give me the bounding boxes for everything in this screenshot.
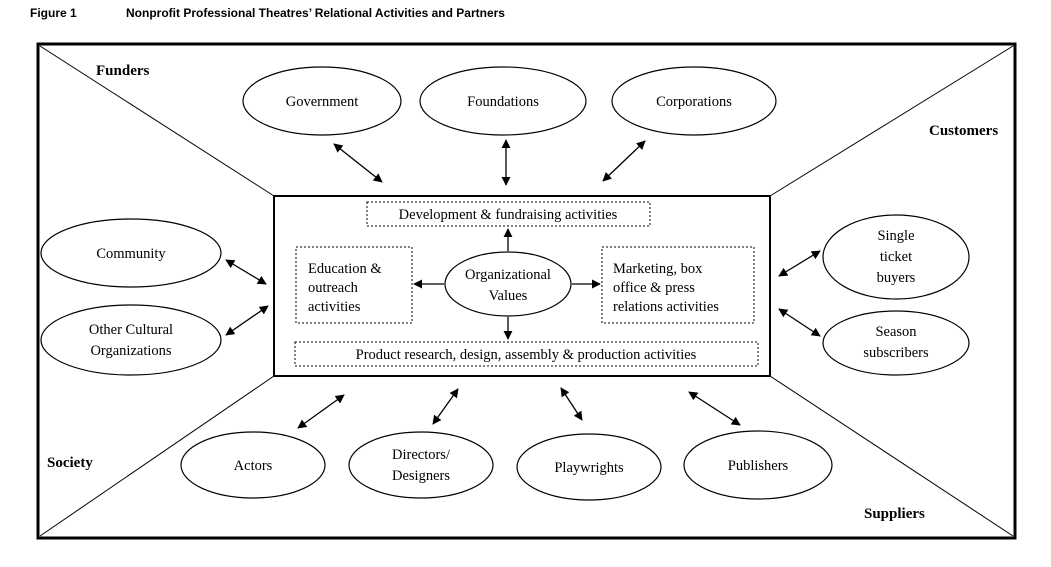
outer-frame — [36, 42, 1017, 540]
diagonal-top-left — [39, 45, 275, 197]
svg-text:Marketing, box: Marketing, box — [613, 261, 703, 277]
node-directors-designers: Directors/ Designers — [348, 431, 494, 499]
svg-text:Organizations: Organizations — [90, 343, 171, 359]
svg-text:Playwrights: Playwrights — [554, 460, 624, 476]
svg-text:Actors: Actors — [234, 458, 273, 474]
node-actors: Actors — [180, 431, 326, 499]
diagonal-top-right — [769, 45, 1014, 197]
box-education-outreach: Education & outreach activities — [295, 246, 413, 324]
node-publishers: Publishers — [683, 430, 833, 500]
node-foundations: Foundations — [419, 66, 587, 136]
arrow-other-cultural — [225, 305, 269, 336]
arrow-season — [778, 308, 821, 337]
arrow-actors — [297, 394, 345, 429]
node-organizational-values: Organizational Values — [444, 251, 572, 317]
arrow-directors — [432, 388, 459, 425]
node-community: Community — [40, 218, 222, 288]
node-season-subscribers: Season subscribers — [822, 310, 970, 376]
svg-text:Development & fundraising acti: Development & fundraising activities — [399, 207, 618, 223]
svg-text:Designers: Designers — [392, 468, 450, 484]
svg-text:Government: Government — [286, 94, 358, 110]
arrow-single-ticket — [778, 250, 821, 277]
box-marketing-box-office: Marketing, box office & press relations … — [601, 246, 755, 324]
svg-text:Publishers: Publishers — [728, 458, 789, 474]
svg-text:outreach: outreach — [308, 280, 359, 296]
corner-customers: Customers — [929, 123, 998, 139]
svg-text:ticket: ticket — [880, 249, 912, 265]
svg-text:Directors/: Directors/ — [392, 447, 451, 463]
svg-text:Education &: Education & — [308, 261, 382, 277]
corner-suppliers: Suppliers — [864, 506, 925, 522]
svg-text:Values: Values — [489, 288, 528, 304]
svg-text:Single: Single — [877, 228, 914, 244]
diagonal-bottom-right — [769, 375, 1014, 537]
svg-text:subscribers: subscribers — [863, 345, 929, 361]
corner-funders: Funders — [96, 63, 150, 79]
svg-text:Community: Community — [96, 246, 166, 262]
arrow-government — [333, 143, 383, 183]
svg-text:office & press: office & press — [613, 280, 695, 296]
figure-label: Figure 1 — [30, 6, 77, 20]
node-corporations: Corporations — [611, 66, 777, 136]
svg-text:buyers: buyers — [877, 270, 916, 286]
svg-text:Product research, design, asse: Product research, design, assembly & pro… — [356, 347, 697, 363]
arrow-community — [225, 259, 267, 285]
figure-title: Nonprofit Professional Theatres’ Relatio… — [126, 6, 505, 20]
arrow-playwrights — [560, 387, 583, 421]
corner-society: Society — [47, 455, 93, 471]
svg-text:Season: Season — [875, 324, 917, 340]
node-single-ticket-buyers: Single ticket buyers — [822, 214, 970, 300]
svg-text:Foundations: Foundations — [467, 94, 539, 110]
arrow-publishers — [688, 391, 741, 426]
box-product-research: Product research, design, assembly & pro… — [294, 341, 759, 367]
svg-text:Organizational: Organizational — [465, 267, 551, 283]
arrow-corporations — [602, 140, 646, 182]
node-playwrights: Playwrights — [516, 433, 662, 501]
svg-text:Corporations: Corporations — [656, 94, 732, 110]
node-other-cultural-organizations: Other Cultural Organizations — [40, 304, 222, 376]
svg-text:activities: activities — [308, 299, 361, 315]
svg-text:relations activities: relations activities — [613, 299, 719, 315]
box-development-fundraising: Development & fundraising activities — [366, 201, 651, 227]
node-government: Government — [242, 66, 402, 136]
diagonal-bottom-left — [39, 375, 275, 537]
svg-text:Other Cultural: Other Cultural — [89, 322, 173, 338]
